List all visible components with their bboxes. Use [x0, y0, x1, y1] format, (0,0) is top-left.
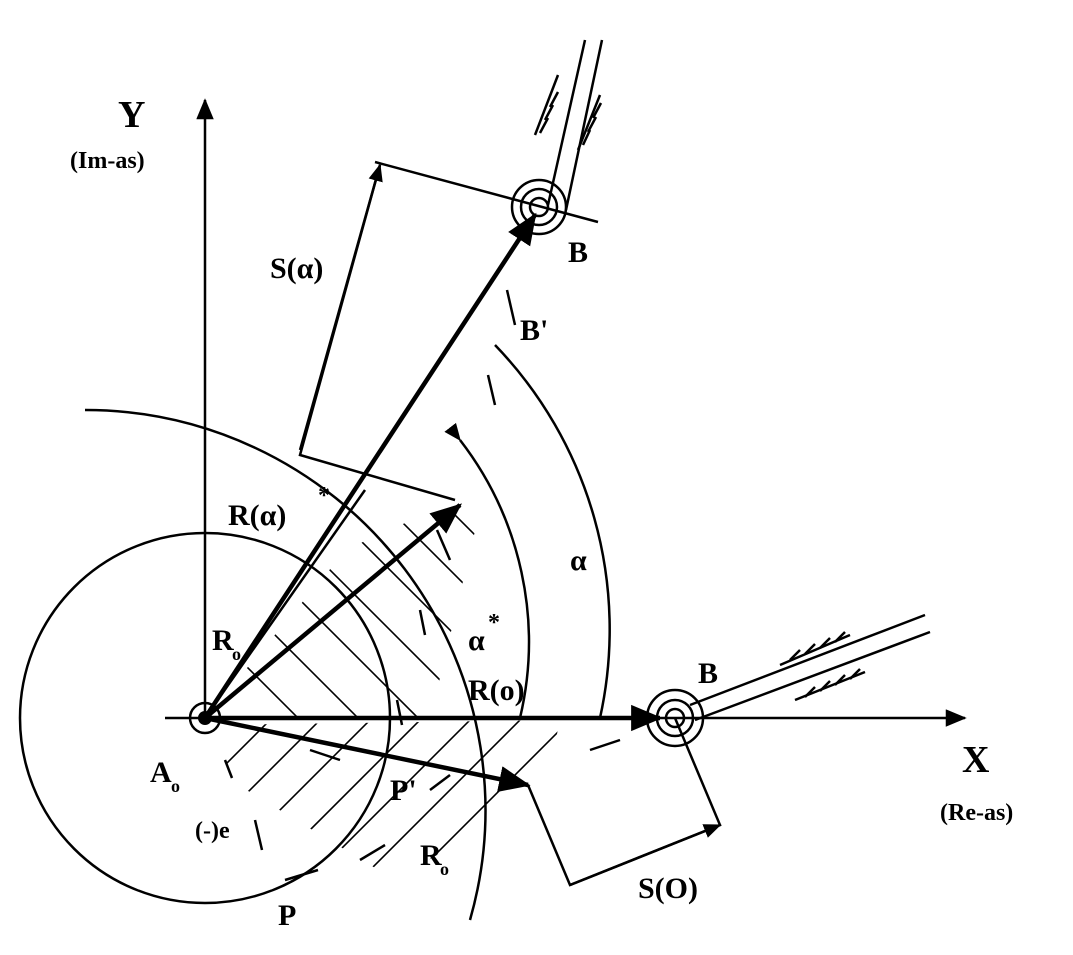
r-alpha-vector	[203, 212, 537, 720]
follower-top	[510, 39, 604, 236]
r-zero-label: R(o)	[468, 674, 525, 707]
hatched-region-lower	[215, 720, 560, 880]
pivot-ao-inner	[198, 711, 212, 725]
alpha-label: α	[570, 544, 587, 577]
minus-e-label: (-)e	[195, 818, 230, 844]
r-o-inner-sub: o	[232, 644, 241, 664]
b-prime-label: B'	[520, 314, 548, 347]
follower-right	[645, 613, 931, 748]
r-alpha-star-vector	[203, 503, 463, 720]
y-axis-label: Y	[118, 94, 145, 136]
s-alpha-arrow	[298, 163, 383, 451]
s-zero-arrow	[569, 823, 722, 887]
guide-top-right	[576, 94, 603, 151]
x-axis-sublabel: (Re-as)	[940, 800, 1013, 826]
r-alpha-star-label: R(α)	[228, 499, 286, 532]
tick-marks	[223, 289, 621, 882]
p-prime-label: P'	[390, 774, 417, 807]
alpha-arc	[494, 344, 611, 719]
s-zero-label: S(O)	[638, 872, 698, 905]
b-right-label: B	[698, 657, 718, 690]
b-top-label: B	[568, 236, 588, 269]
s-zero-dimension	[526, 717, 722, 887]
roller-right-outer	[645, 688, 705, 748]
cam-line-to-bprime	[203, 489, 367, 719]
outer-arc	[84, 408, 487, 921]
a-o-label: A	[150, 756, 172, 789]
alpha-star-arc[interactable]	[444, 422, 531, 719]
alpha-star-sup: *	[488, 610, 500, 636]
guide-right-lower	[794, 668, 866, 702]
p-label: P	[278, 899, 296, 932]
s-alpha-top-line	[374, 160, 599, 224]
a-o-sub: o	[171, 776, 180, 796]
roller-top-outer	[510, 178, 568, 236]
r-o-inner-label: R	[212, 624, 234, 657]
s-alpha-dimension	[298, 164, 456, 502]
e-offset-vector	[204, 715, 531, 792]
x-axis-label: X	[962, 739, 989, 781]
pivot-ao-outer	[188, 701, 222, 735]
r-o-lower-label: R	[420, 839, 442, 872]
alpha-star-label: α	[468, 624, 485, 657]
r-alpha-star-sup: *	[318, 483, 330, 509]
y-axis-sublabel: (Im-as)	[70, 148, 145, 174]
s-alpha-label: S(α)	[270, 252, 323, 285]
r-o-lower-sub: o	[440, 859, 449, 879]
guide-top-left	[533, 74, 560, 136]
guide-right-upper	[779, 631, 851, 667]
